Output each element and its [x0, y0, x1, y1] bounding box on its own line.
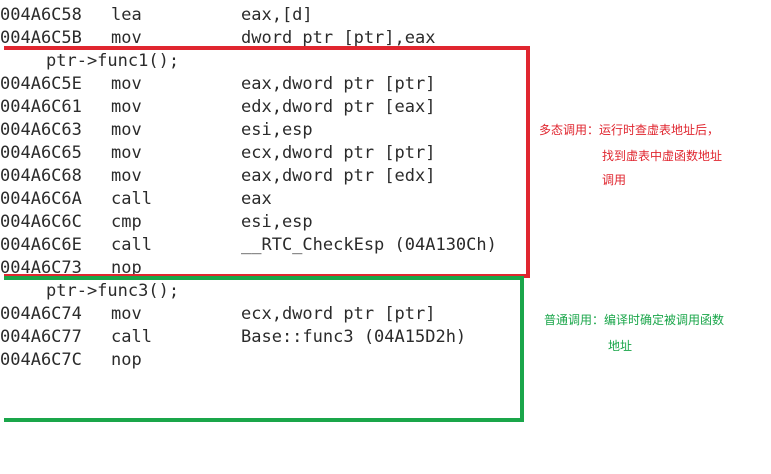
virtual-call-note-line2: 找到虚表中虚函数地址 [602, 149, 723, 163]
instruction-address: 004A6C61 [0, 97, 82, 117]
instruction-address: 004A6C73 [0, 258, 82, 278]
instruction-address: 004A6C77 [0, 327, 82, 347]
instruction-mnemonic: mov [111, 28, 142, 48]
instruction-mnemonic: cmp [111, 212, 142, 232]
instruction-operands: ecx,dword ptr [ptr] [241, 304, 436, 324]
instruction-mnemonic: call [111, 235, 152, 255]
source-code: ptr->func3(); [46, 281, 180, 301]
instruction-address: 004A6C74 [0, 304, 82, 324]
instruction-operands: eax,[d] [241, 5, 313, 25]
direct-call-note-line2: 地址 [608, 339, 633, 353]
instruction-mnemonic: mov [111, 166, 142, 186]
instruction-mnemonic: nop [111, 258, 142, 278]
instruction-mnemonic: nop [111, 350, 142, 370]
instruction-address: 004A6C63 [0, 120, 82, 140]
instruction-operands: __RTC_CheckEsp (04A130Ch) [241, 235, 497, 255]
virtual-call-note-line3: 调用 [602, 173, 627, 187]
instruction-address: 004A6C5B [0, 28, 82, 48]
virtual-call-highlight-box [4, 46, 530, 278]
instruction-mnemonic: mov [111, 304, 142, 324]
direct-call-highlight-box [4, 276, 524, 422]
instruction-operands: ecx,dword ptr [ptr] [241, 143, 436, 163]
instruction-operands: eax [241, 189, 272, 209]
instruction-operands: dword ptr [ptr],eax [241, 28, 436, 48]
instruction-address: 004A6C68 [0, 166, 82, 186]
direct-call-note-line1: 普通调用：编译时确定被调用函数 [544, 313, 725, 327]
instruction-mnemonic: lea [111, 5, 142, 25]
instruction-address: 004A6C65 [0, 143, 82, 163]
instruction-mnemonic: mov [111, 74, 142, 94]
instruction-address: 004A6C6A [0, 189, 82, 209]
instruction-operands: Base::func3 (04A15D2h) [241, 327, 467, 347]
instruction-operands: eax,dword ptr [ptr] [241, 74, 436, 94]
instruction-operands: eax,dword ptr [edx] [241, 166, 436, 186]
instruction-address: 004A6C6E [0, 235, 82, 255]
instruction-address: 004A6C58 [0, 5, 82, 25]
source-code: ptr->func1(); [46, 51, 180, 71]
instruction-address: 004A6C6C [0, 212, 82, 232]
instruction-operands: esi,esp [241, 212, 313, 232]
virtual-call-note-line1: 多态调用：运行时查虚表地址后， [539, 123, 720, 137]
instruction-operands: esi,esp [241, 120, 313, 140]
instruction-address: 004A6C7C [0, 350, 82, 370]
instruction-mnemonic: mov [111, 97, 142, 117]
instruction-mnemonic: call [111, 327, 152, 347]
instruction-mnemonic: mov [111, 143, 142, 163]
instruction-address: 004A6C5E [0, 74, 82, 94]
instruction-operands: edx,dword ptr [eax] [241, 97, 436, 117]
instruction-mnemonic: mov [111, 120, 142, 140]
instruction-mnemonic: call [111, 189, 152, 209]
